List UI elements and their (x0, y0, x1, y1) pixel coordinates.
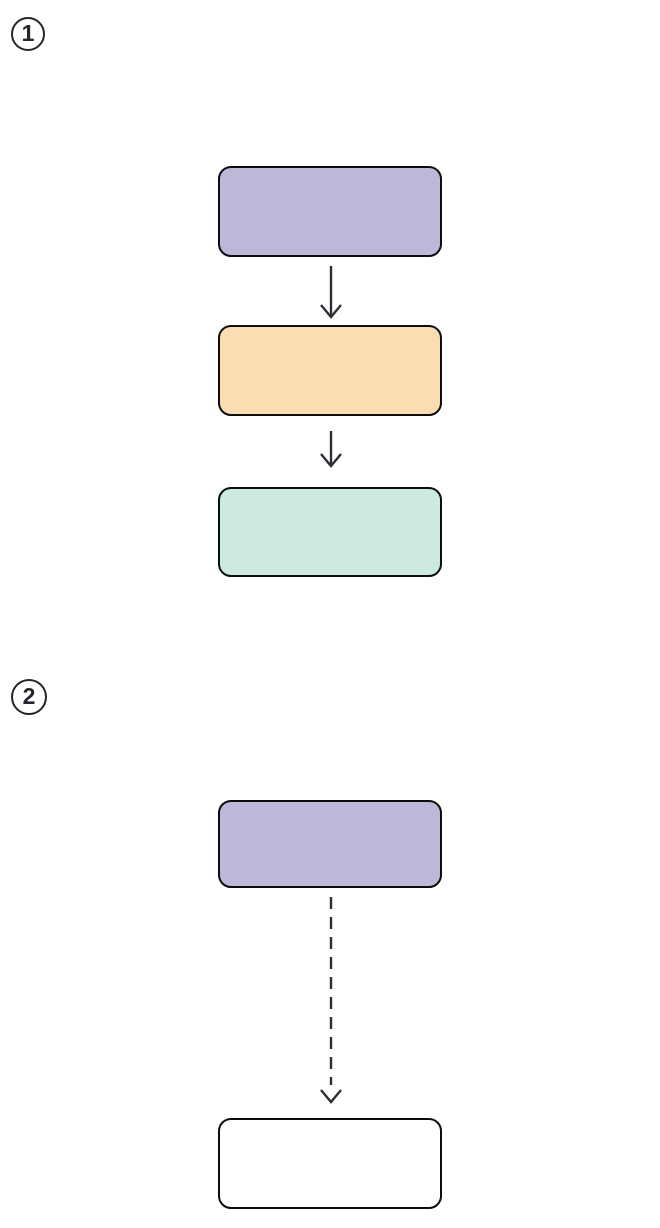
section-2-number-badge: 2 (11, 679, 47, 715)
section-1-number-badge: 1 (11, 17, 45, 51)
down-arrow-solid (320, 431, 342, 468)
flow-node-purple (218, 166, 442, 257)
flow-node-white (218, 1118, 442, 1209)
down-arrow-solid (320, 266, 342, 319)
flow-node-orange (218, 325, 442, 416)
down-arrow-dashed (320, 897, 342, 1104)
flow-node-purple (218, 800, 442, 888)
flow-node-green (218, 487, 442, 577)
